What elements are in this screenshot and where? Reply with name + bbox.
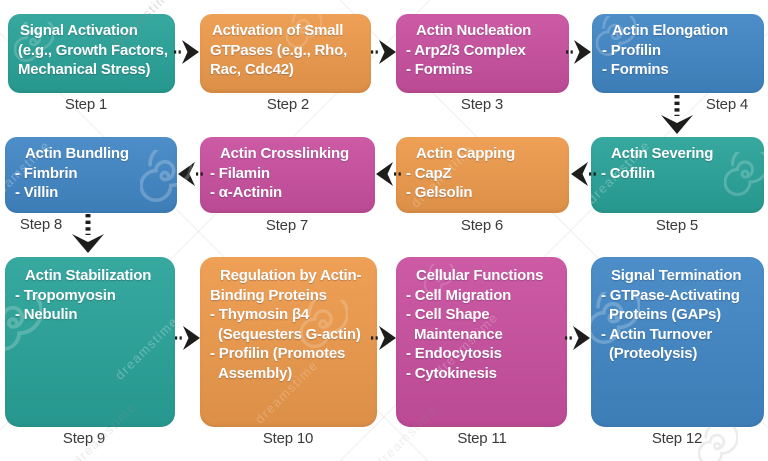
step-2-label: Step 2 [266,96,310,113]
step-2-text: Activation of Small GTPases (e.g., Rho, … [210,22,348,78]
step-2-box: Activation of Small GTPases (e.g., Rho, … [200,14,371,93]
step-11-label: Step 11 [457,430,507,447]
step-12-text: Signal Termination - GTPase-Activating P… [601,267,742,362]
arrow-step-4-to-5-dashed-icon [661,95,693,134]
step-7-box: Actin Crosslinking - Filamin - α-Actinin [200,137,375,213]
step-5-text: Actin Severing - Cofilin [601,145,714,182]
arrow-step-2-to-3-icon [371,40,396,64]
step-9-box: Actin Stabilization - Tropomyosin - Nebu… [5,257,175,427]
arrow-step-11-to-12-icon [565,326,590,350]
arrow-step-10-to-11-icon [371,326,396,350]
step-5-box: Actin Severing - Cofilin [591,137,764,213]
step-6-text: Actin Capping - CapZ - Gelsolin [406,145,516,201]
step-4-label: Step 4 [705,96,749,113]
step-7-label: Step 7 [265,217,309,234]
arrow-step-5-to-6-icon [571,162,596,186]
step-9-label: Step 9 [62,430,106,447]
arrow-step-6-to-7-icon [376,162,401,186]
step-10-box: Regulation by Actin- Binding Proteins - … [200,257,377,427]
step-7-text: Actin Crosslinking - Filamin - α-Actinin [210,145,349,201]
step-1-label: Step 1 [64,96,108,113]
step-1-text: Signal Activation (e.g., Growth Factors,… [18,22,168,78]
step-4-box: Actin Elongation - Profilin - Formins [592,14,764,93]
arrow-step-3-to-4-icon [566,40,591,64]
arrow-step-8-to-9-dashed-icon [72,214,104,253]
step-3-box: Actin Nucleation - Arp2/3 Complex - Form… [396,14,569,93]
step-3-text: Actin Nucleation - Arp2/3 Complex - Form… [406,22,532,78]
step-6-box: Actin Capping - CapZ - Gelsolin [396,137,569,213]
step-8-label: Step 8 [19,216,63,233]
step-3-label: Step 3 [460,96,504,113]
step-10-text: Regulation by Actin- Binding Proteins - … [210,267,362,382]
step-6-label: Step 6 [460,217,504,234]
step-1-box: Signal Activation (e.g., Growth Factors,… [8,14,175,93]
step-9-text: Actin Stabilization - Tropomyosin - Nebu… [15,267,152,323]
step-5-label: Step 5 [655,217,699,234]
arrow-step-7-to-8-icon [178,162,203,186]
step-12-label: Step 12 [651,430,703,447]
step-11-text: Cellular Functions - Cell Migration - Ce… [406,267,544,382]
arrow-step-9-to-10-icon [175,326,200,350]
step-10-label: Step 10 [262,430,314,447]
step-8-box: Actin Bundling - Fimbrin - Villin [5,137,177,213]
arrow-step-1-to-2-icon [174,40,199,64]
step-8-text: Actin Bundling - Fimbrin - Villin [15,145,129,201]
step-4-text: Actin Elongation - Profilin - Formins [602,22,728,78]
step-12-box: Signal Termination - GTPase-Activating P… [591,257,764,427]
step-11-box: Cellular Functions - Cell Migration - Ce… [396,257,567,427]
